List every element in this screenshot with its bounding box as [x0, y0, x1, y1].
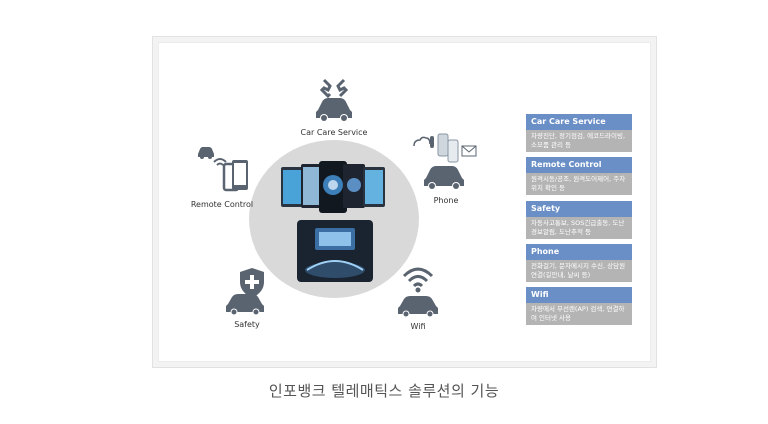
feature-label-safety: Safety	[234, 320, 260, 329]
panel-body: 원격시동/공조, 원격도어제어, 주차위치 확인 등	[526, 173, 632, 195]
feature-phone: Phone	[408, 132, 484, 205]
panel-title: Phone	[526, 244, 632, 260]
feature-wifi: Wifi	[396, 264, 440, 331]
info-panel-safety: Safety 자동사고통보, SOS긴급출동, 도난경보알림, 도난추적 등	[526, 201, 632, 239]
feature-label-wifi: Wifi	[410, 322, 426, 331]
wifi-car-icon	[398, 267, 438, 318]
feature-label-phone: Phone	[433, 196, 459, 205]
info-panel-phone: Phone 전화걸기, 문자메시지 수신, 상담원 연결(길안내, 날씨 등)	[526, 244, 632, 282]
feature-label-car-care: Car Care Service	[300, 128, 368, 137]
phone-car-icon	[413, 133, 477, 190]
feature-safety: Safety	[213, 266, 281, 329]
feature-label-remote: Remote Control	[190, 200, 254, 209]
app-screens-image	[281, 161, 385, 213]
figure-caption: 인포뱅크 텔레매틱스 솔루션의 기능	[268, 382, 500, 400]
shield-car-icon	[226, 268, 264, 316]
panel-title: Safety	[526, 201, 632, 217]
panel-title: Car Care Service	[526, 114, 632, 130]
info-panel-remote-control: Remote Control 원격시동/공조, 원격도어제어, 주차위치 확인 …	[526, 157, 632, 195]
info-panel-wifi: Wifi 차량에서 무선랜(AP) 검색, 연결하여 인터넷 사용	[526, 287, 632, 325]
panel-body: 자동사고통보, SOS긴급출동, 도난경보알림, 도난추적 등	[526, 217, 632, 239]
feature-remote-control: Remote Control	[188, 140, 256, 209]
panel-title: Remote Control	[526, 157, 632, 173]
panel-body: 차량에서 무선랜(AP) 검색, 연결하여 인터넷 사용	[526, 303, 632, 325]
remote-phone-car-icon	[198, 147, 248, 192]
feature-car-care: Car Care Service	[300, 76, 368, 137]
car-dashboard-image	[297, 220, 373, 282]
panel-body: 차량진단, 정기점검, 에코드라이빙, 소모품 관리 등	[526, 130, 632, 152]
car-wrench-icon	[316, 78, 352, 122]
info-panel-car-care: Car Care Service 차량진단, 정기점검, 에코드라이빙, 소모품…	[526, 114, 632, 152]
panel-body: 전화걸기, 문자메시지 수신, 상담원 연결(길안내, 날씨 등)	[526, 260, 632, 282]
panel-title: Wifi	[526, 287, 632, 303]
